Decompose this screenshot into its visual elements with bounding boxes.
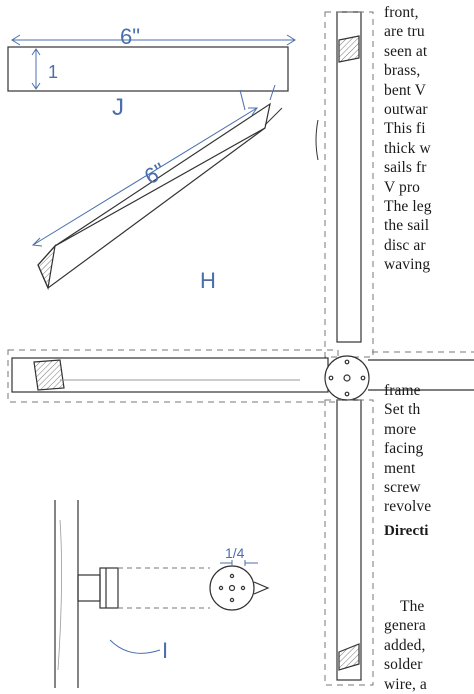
text-line: thick w bbox=[384, 139, 431, 157]
text-line: front, bbox=[384, 4, 419, 21]
text-line: waving bbox=[384, 256, 431, 274]
text-line: facing bbox=[384, 440, 424, 458]
text-line: the sail bbox=[384, 217, 430, 235]
text-line: screw bbox=[384, 479, 421, 497]
label-i: I bbox=[162, 638, 168, 663]
text-line: frame bbox=[384, 382, 421, 399]
text-line: sails fr bbox=[384, 159, 427, 177]
text-line: are tru bbox=[384, 23, 425, 41]
text-line: Set th bbox=[384, 401, 421, 419]
text-line: solder bbox=[384, 656, 423, 674]
text-line: more bbox=[384, 420, 417, 438]
text-line: bent V bbox=[384, 81, 427, 99]
text-line: revolve bbox=[384, 498, 432, 516]
part-cross bbox=[7, 11, 474, 686]
section-heading: Directi bbox=[384, 522, 429, 539]
label-j-width: 1 bbox=[48, 62, 58, 82]
text-line: This fi bbox=[384, 120, 426, 138]
text-line: brass, bbox=[384, 62, 421, 80]
part-i bbox=[54, 500, 270, 688]
part-h bbox=[31, 84, 319, 291]
body-text-bottom: The genera added, solder wire, a bbox=[384, 597, 427, 694]
text-line: disc ar bbox=[384, 236, 426, 254]
text-line: The bbox=[400, 598, 425, 615]
body-text-middle: frame Set th more facing ment screw revo… bbox=[384, 381, 431, 544]
text-line: The leg bbox=[384, 198, 432, 216]
text-line: genera bbox=[384, 617, 426, 635]
part-j bbox=[7, 34, 296, 92]
label-j: J bbox=[112, 94, 124, 121]
text-line: ment bbox=[384, 459, 416, 477]
text-line: outwar bbox=[384, 101, 428, 119]
text-line: V pro bbox=[384, 178, 420, 196]
label-j-length: 6" bbox=[120, 24, 140, 49]
text-line: added, bbox=[384, 636, 426, 654]
body-text-top: front, are tru seen at brass, bent V out… bbox=[384, 3, 432, 275]
text-line: seen at bbox=[384, 42, 428, 60]
text-line: wire, a bbox=[384, 675, 427, 693]
label-h: H bbox=[200, 268, 216, 293]
label-i-dim: 1/4 bbox=[225, 545, 245, 561]
